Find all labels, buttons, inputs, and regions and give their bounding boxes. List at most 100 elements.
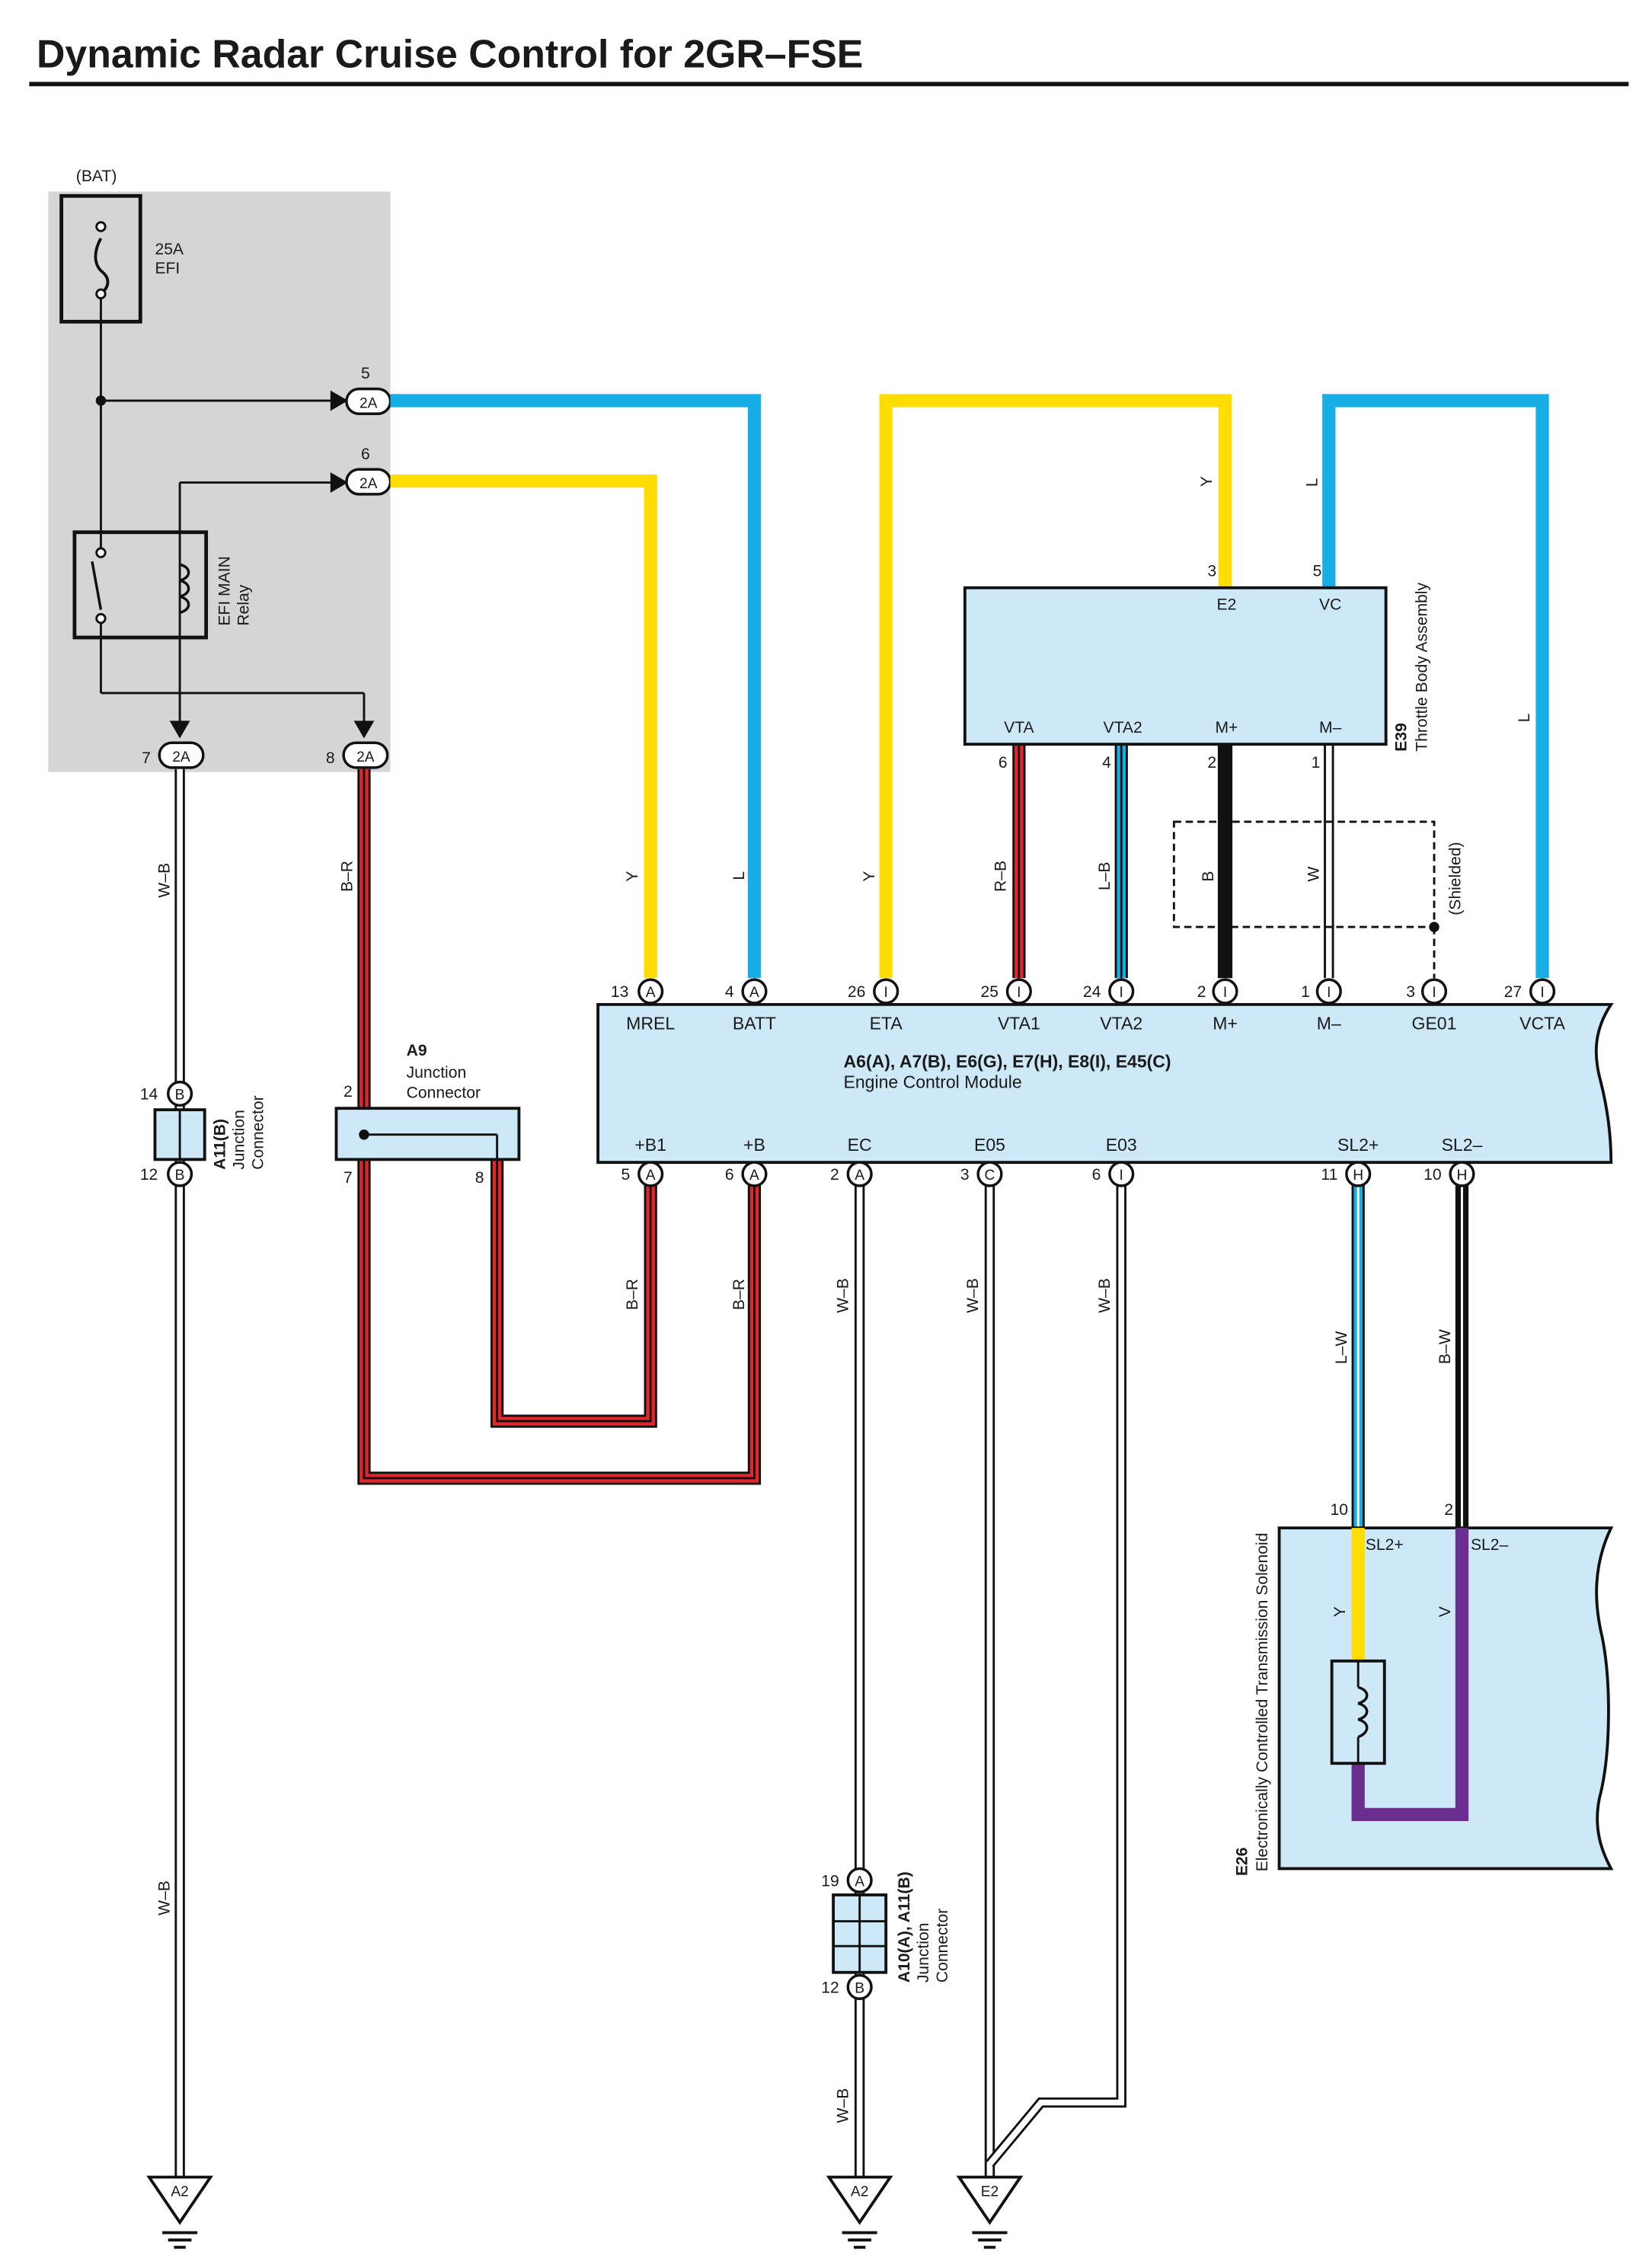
svg-text:H: H: [1353, 1168, 1363, 1184]
svg-text:L: L: [1516, 713, 1533, 722]
solenoid-coil-icon: [1357, 1685, 1369, 1739]
svg-text:2: 2: [1207, 754, 1216, 772]
svg-text:A2: A2: [851, 2184, 868, 2200]
svg-text:3: 3: [1406, 983, 1415, 1001]
svg-text:E2: E2: [981, 2184, 999, 2200]
svg-text:Connector: Connector: [250, 1095, 267, 1169]
svg-text:C: C: [985, 1168, 995, 1184]
wire-vcta-blue: [1322, 394, 1549, 979]
svg-text:B–R: B–R: [339, 861, 356, 892]
svg-text:W–B: W–B: [834, 2088, 852, 2123]
throttle-body-name: Throttle Body Assembly: [1413, 583, 1430, 752]
wire-mrel-yellow: [390, 474, 657, 979]
svg-text:VTA2: VTA2: [1104, 719, 1142, 736]
svg-text:SL2+: SL2+: [1366, 1536, 1404, 1554]
engine-control-module: [596, 1002, 1614, 1165]
svg-text:Y: Y: [1331, 1606, 1349, 1617]
shielded-box: [1172, 820, 1436, 928]
svg-text:M+: M+: [1213, 1013, 1238, 1033]
ecm-bottom-terminal: A 6 +B: [725, 1135, 768, 1187]
svg-text:3: 3: [1207, 562, 1216, 580]
svg-text:Y: Y: [861, 871, 878, 882]
connector-2A-pin7: 2A: [158, 741, 205, 769]
ecm-top-terminal: I 25 VTA1: [981, 978, 1040, 1033]
svg-text:B: B: [1200, 871, 1217, 882]
svg-text:Y: Y: [1198, 476, 1216, 487]
svg-text:4: 4: [1102, 754, 1111, 772]
svg-text:10: 10: [1424, 1166, 1441, 1184]
panel-wiring: [100, 298, 366, 726]
svg-text:8: 8: [326, 749, 335, 767]
svg-text:E05: E05: [974, 1135, 1005, 1155]
shielded-label: (Shielded): [1447, 842, 1465, 915]
svg-text:W–B: W–B: [834, 1278, 852, 1313]
svg-text:Connector: Connector: [934, 1909, 951, 1983]
ecm-bottom-terminal: A 2 EC: [830, 1135, 873, 1187]
throttle-body-id: E39: [1393, 723, 1411, 752]
svg-text:SL2+: SL2+: [1337, 1135, 1379, 1155]
svg-text:7: 7: [142, 749, 151, 767]
efi-main-relay: [72, 530, 209, 640]
svg-text:VCTA: VCTA: [1519, 1013, 1565, 1033]
svg-text:B–R: B–R: [624, 1279, 641, 1310]
svg-text:VTA: VTA: [1004, 719, 1034, 736]
svg-text:6: 6: [1092, 1166, 1101, 1184]
svg-text:10: 10: [1330, 1501, 1347, 1519]
svg-text:A: A: [749, 985, 759, 1001]
ecm-top-terminal: I 3 GE01: [1406, 978, 1456, 1033]
svg-text:25: 25: [981, 983, 999, 1001]
ecm-top-terminal: I 24 VTA2: [1083, 978, 1142, 1033]
svg-text:3: 3: [960, 1166, 970, 1184]
solenoid-id: E26: [1233, 1847, 1251, 1876]
ecm-top-terminal: I 27 VCTA: [1504, 978, 1566, 1033]
svg-text:M–: M–: [1319, 719, 1342, 736]
page-title: Dynamic Radar Cruise Control for 2GR–FSE: [37, 31, 863, 75]
ecm-connectors: A6(A), A7(B), E6(G), E7(H), E8(I), E45(C…: [844, 1051, 1171, 1071]
wire-code-labels: W–B B–R Y L Y R–B L–B B W Y L L W–B B–R …: [156, 476, 1533, 2123]
svg-text:A: A: [646, 1168, 656, 1184]
svg-text:I: I: [1223, 985, 1227, 1001]
connector-2A-pin6: 2A: [345, 468, 392, 496]
svg-text:VC: VC: [1319, 596, 1341, 614]
svg-text:W–B: W–B: [156, 1880, 174, 1916]
svg-text:E03: E03: [1106, 1135, 1137, 1155]
svg-text:A11(B): A11(B): [212, 1119, 229, 1170]
svg-text:MREL: MREL: [626, 1013, 675, 1033]
solenoid-name: Electronically Controlled Transmission S…: [1254, 1533, 1271, 1872]
svg-text:EC: EC: [848, 1135, 872, 1155]
svg-text:SL2–: SL2–: [1442, 1135, 1483, 1155]
svg-text:M–: M–: [1317, 1013, 1341, 1033]
svg-text:24: 24: [1083, 983, 1101, 1001]
fuse-name-label: EFI: [155, 260, 180, 277]
relay-name-line2: Relay: [235, 584, 252, 625]
svg-text:27: 27: [1504, 983, 1522, 1001]
svg-text:ETA: ETA: [870, 1013, 903, 1033]
svg-text:2A: 2A: [172, 749, 190, 765]
svg-text:2: 2: [830, 1166, 839, 1184]
svg-text:W–B: W–B: [1096, 1278, 1114, 1313]
svg-text:2A: 2A: [356, 749, 375, 765]
svg-text:13: 13: [611, 983, 628, 1001]
svg-text:Junction: Junction: [407, 1064, 467, 1082]
svg-text:M+: M+: [1215, 719, 1238, 736]
svg-text:VTA2: VTA2: [1100, 1013, 1142, 1033]
svg-text:W: W: [1305, 867, 1322, 882]
wire-wb-e05-e03: [984, 1184, 1126, 2192]
svg-text:2: 2: [344, 1083, 353, 1101]
svg-text:I: I: [1120, 985, 1123, 1001]
svg-text:5: 5: [621, 1166, 631, 1184]
svg-text:V: V: [1436, 1606, 1454, 1617]
ecm-bottom-terminal: I 6 E03: [1092, 1135, 1137, 1187]
svg-text:I: I: [884, 985, 888, 1001]
connector-2A-pin5: 2A: [345, 387, 392, 416]
svg-text:H: H: [1457, 1168, 1468, 1184]
svg-text:A10(A), A11(B): A10(A), A11(B): [896, 1871, 913, 1983]
ecm-top-terminal: A 13 MREL: [611, 978, 675, 1033]
wire-eta-yellow: [879, 394, 1232, 979]
ecm-top-terminal: I 26 ETA: [848, 978, 903, 1033]
title-underline: [29, 81, 1629, 87]
svg-text:B–W: B–W: [1436, 1329, 1454, 1364]
svg-text:L–B: L–B: [1096, 862, 1114, 891]
svg-text:12: 12: [140, 1166, 158, 1184]
